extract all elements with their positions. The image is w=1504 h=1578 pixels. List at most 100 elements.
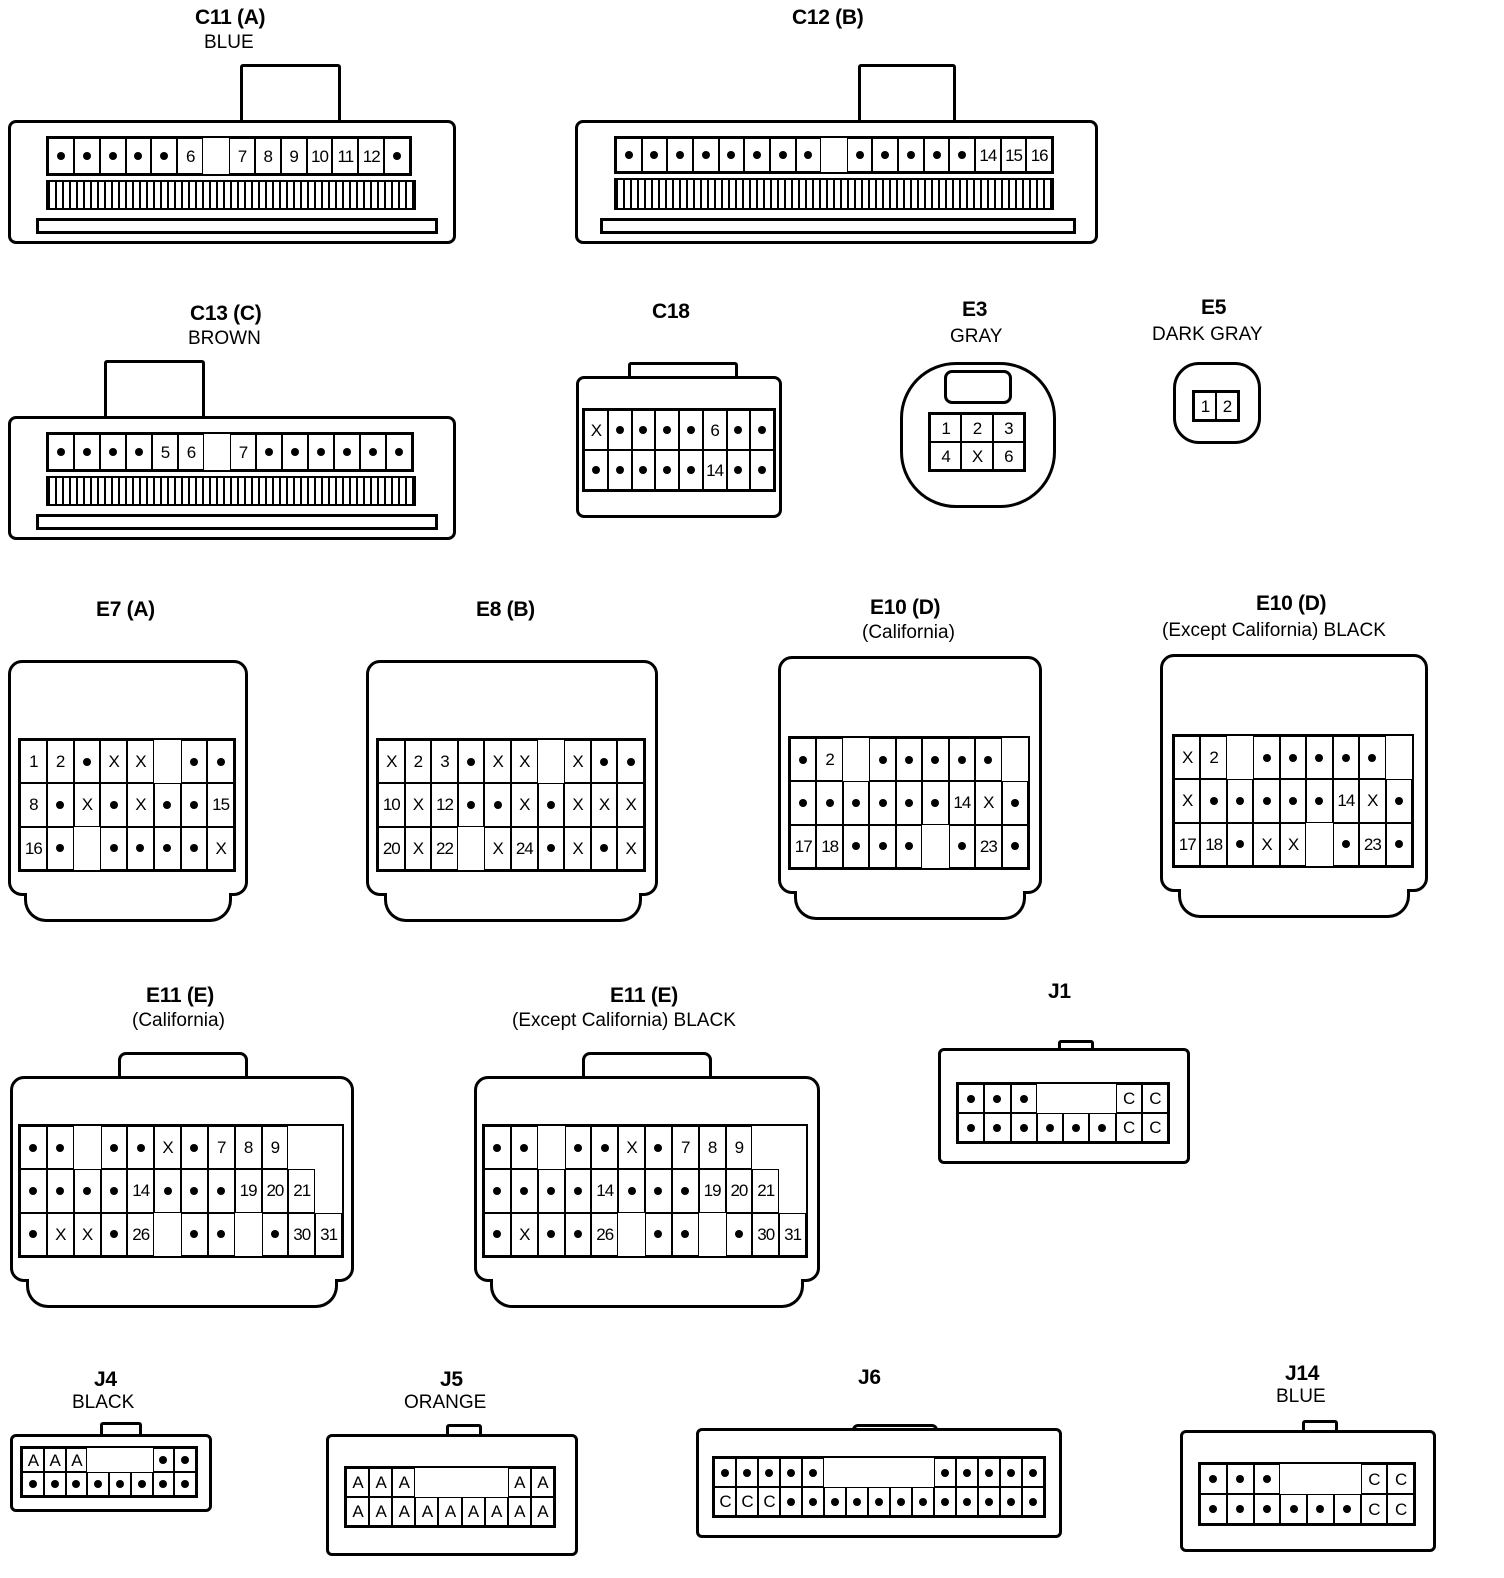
terminal-cavity — [948, 824, 976, 868]
terminal-cavity — [74, 1126, 101, 1169]
terminal-dot-icon — [573, 1143, 582, 1152]
terminal-cavity — [758, 1458, 780, 1487]
terminal-cavity — [1280, 1494, 1307, 1524]
terminal-cavity: C — [1141, 1113, 1168, 1142]
terminal-cavity — [978, 1458, 1000, 1487]
terminal-cavity — [154, 740, 181, 783]
terminal-dot-icon — [56, 800, 65, 809]
terminal-cavity: X — [1174, 736, 1201, 780]
terminal-cavity: 14 — [591, 1169, 619, 1213]
terminal-cavity — [1022, 1487, 1044, 1516]
terminal-cavity: A — [65, 1448, 88, 1472]
connector-title: E10 (D) — [870, 596, 941, 619]
terminal-dot-icon — [831, 1497, 839, 1506]
terminal-dot-icon — [878, 755, 887, 764]
terminal-dot-icon — [919, 1497, 927, 1506]
terminal-cavity — [1036, 1113, 1063, 1142]
terminal-cavity: X — [975, 781, 1002, 825]
terminal-cavity: 21 — [752, 1169, 780, 1213]
terminal-dot-icon — [291, 448, 299, 456]
terminal-cavity: 8 — [20, 783, 47, 827]
terminal-cavity — [1000, 1458, 1022, 1487]
terminal-cavity: X — [510, 1212, 538, 1256]
terminal-dot-icon — [615, 426, 624, 434]
terminal-cavity — [235, 1213, 262, 1256]
terminal-cavity — [564, 1126, 592, 1170]
terminal-dot-icon — [573, 1186, 582, 1195]
terminal-dot-icon — [50, 1480, 59, 1488]
terminal-dot-icon — [190, 1186, 199, 1195]
terminal-cavity: 2 — [816, 738, 843, 782]
connector-rail — [36, 218, 438, 234]
terminal-dot-icon — [686, 426, 695, 434]
terminal-dot-icon — [546, 844, 555, 853]
terminal-cavity: 23 — [1359, 822, 1386, 866]
terminal-cavity — [1306, 823, 1332, 866]
terminal-cavity: C — [1360, 1464, 1388, 1494]
terminal-cavity: 24 — [511, 826, 538, 870]
terminal-cavity — [1306, 736, 1333, 780]
terminal-cavity: A — [369, 1468, 393, 1497]
terminal-cavity — [125, 138, 152, 174]
terminal-dot-icon — [29, 1143, 38, 1152]
terminal-cavity — [1010, 1084, 1037, 1113]
terminal-cavity — [127, 1126, 155, 1170]
terminal-dot-icon — [56, 1186, 65, 1195]
terminal-dot-icon — [493, 1186, 502, 1195]
terminal-cavity: 31 — [779, 1212, 806, 1256]
terminal-cavity: 6 — [702, 410, 727, 450]
terminal-dot-icon — [1341, 753, 1350, 762]
terminal-cavity — [898, 138, 924, 172]
terminal-cavity — [978, 1487, 1000, 1516]
terminal-dot-icon — [190, 1230, 199, 1239]
terminal-cavity — [181, 1126, 208, 1170]
terminal-dot-icon — [799, 798, 808, 807]
terminal-dot-icon — [72, 1480, 81, 1488]
terminal-cavity — [203, 138, 229, 174]
terminal-dot-icon — [663, 426, 672, 434]
terminal-dot-icon — [108, 152, 117, 160]
terminal-dot-icon — [993, 1094, 1002, 1103]
terminal-dot-icon — [109, 1230, 118, 1239]
terminal-cavity: X — [511, 783, 538, 827]
terminal-dot-icon — [546, 800, 555, 809]
terminal-cavity — [645, 1169, 672, 1213]
terminal-cavity — [315, 1126, 342, 1169]
terminal-cavity — [958, 1084, 985, 1113]
terminal-cavity: X — [1174, 779, 1201, 823]
terminal-dot-icon — [615, 466, 624, 474]
terminal-cavity — [923, 138, 950, 172]
terminal-cavity — [956, 1487, 978, 1516]
terminal-cavity: X — [618, 1126, 645, 1170]
terminal-dot-icon — [1288, 753, 1297, 762]
terminal-cavity — [744, 138, 770, 172]
terminal-cavity — [1334, 1464, 1361, 1494]
terminal-cavity — [180, 826, 208, 870]
terminal-cavity: X — [46, 1212, 74, 1256]
connector-skirt — [26, 1279, 338, 1308]
terminal-dot-icon — [189, 800, 198, 809]
terminal-cavity: 16 — [1026, 138, 1052, 172]
terminal-cavity — [20, 1126, 47, 1170]
terminal-cavity: X — [484, 740, 511, 784]
terminal-cavity — [984, 1084, 1011, 1113]
terminal-cavity — [484, 1126, 511, 1170]
terminal-cavity — [779, 1126, 806, 1169]
terminal-dot-icon — [1289, 1505, 1298, 1513]
terminal-cavity — [564, 1169, 592, 1213]
terminal-cavity — [1279, 736, 1307, 780]
terminal-cavity — [360, 434, 386, 470]
terminal-dot-icon — [94, 1480, 103, 1488]
terminal-cavity — [153, 826, 181, 870]
terminal-cavity — [458, 827, 485, 870]
terminal-cavity — [151, 138, 178, 174]
terminal-cavity: 2 — [961, 414, 993, 442]
terminal-dot-icon — [600, 844, 609, 853]
terminal-dot-icon — [163, 844, 172, 853]
connector-variant: (Except California) BLACK — [1162, 620, 1386, 641]
terminal-cavity — [692, 138, 719, 172]
terminal-strip — [46, 180, 416, 210]
